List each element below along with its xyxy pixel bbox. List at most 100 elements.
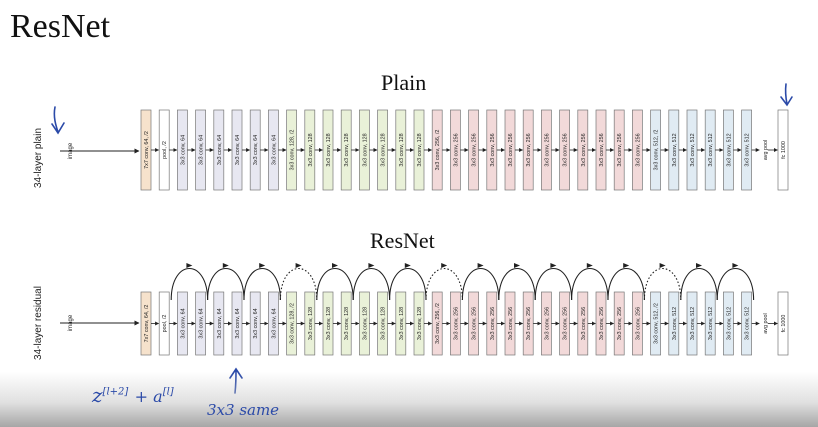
skip-arrowhead (696, 263, 702, 268)
plain-layer-label: 3x3 conv, 256, /2 (435, 130, 441, 171)
plain-layer-label: 3x3 conv, 256 (581, 133, 587, 166)
residual-layer-label: 3x3 conv, 256 (563, 307, 569, 340)
skip-arrowhead (222, 263, 229, 268)
residual-layer-label: 3x3 conv, 64 (253, 308, 259, 338)
skip-connection-arc (243, 268, 281, 301)
residual-layer-label: 3x3 conv, 256 (508, 307, 514, 340)
plain-layer-label: 3x3 conv, 512, /2 (654, 130, 660, 171)
residual-layer-label: 3x3 conv, 128 (399, 307, 405, 340)
skip-arrowhead (623, 263, 630, 268)
resnet-section-title: ResNet (370, 228, 435, 253)
plain-layer-label: 3x3 conv, 256 (599, 133, 605, 166)
plain-layer-label: 3x3 conv, 64 (235, 135, 241, 165)
plain-layer-label: 3x3 conv, 128, /2 (290, 130, 296, 171)
residual-layer-label: 3x3 conv, 128 (381, 307, 387, 340)
formula-plus-a: + a (134, 387, 163, 406)
skip-connection-arc (607, 268, 645, 301)
skip-connection-arc (571, 268, 609, 301)
plain-layer-label: 7x7 conv, 64, /2 (144, 131, 150, 169)
skip-arrowhead (550, 263, 557, 268)
residual-layer-label: 3x3 conv, 512 (690, 307, 696, 340)
residual-layer-label: 7x7 conv, 64, /2 (144, 305, 150, 343)
plain-layer-label: 3x3 conv, 256 (472, 133, 478, 166)
plain-layer-label: 3x3 conv, 512 (672, 133, 678, 166)
residual-layer-label: 3x3 conv, 128, /2 (290, 303, 296, 344)
skip-connection-arc (461, 268, 500, 301)
residual-layer-label: 3x3 conv, 128 (308, 307, 314, 340)
plain-layer-label: 3x3 conv, 256 (563, 133, 569, 166)
residual-layer-label: 3x3 conv, 512 (672, 307, 678, 340)
skip-connection-arc (207, 268, 245, 301)
skip-connection-arc (643, 268, 682, 301)
skip-arrowhead (186, 263, 193, 268)
skip-arrowhead (295, 263, 302, 268)
skip-connection-arc (352, 268, 391, 301)
plain-layer-label: 3x3 conv, 128 (381, 133, 387, 166)
plain-layer-label: 3x3 conv, 256 (490, 133, 496, 166)
residual-layer-label: 3x3 conv, 128 (344, 307, 350, 340)
skip-connection-arc (279, 268, 318, 301)
plain-section-title: Plain (381, 70, 427, 95)
formula-sup-l2: [l+2] (102, 386, 129, 398)
plain-layer-label: 3x3 conv, 64 (253, 135, 259, 165)
residual-layer-label: 3x3 conv, 64 (199, 308, 205, 338)
plain-layer-label: 3x3 conv, 256 (544, 133, 550, 166)
residual-layer-box (777, 291, 789, 356)
skip-arrowhead (404, 263, 411, 268)
residual-layer-label: 3x3 conv, 512 (745, 307, 751, 340)
skip-connection-arc (170, 268, 209, 301)
plain-layer-label: avg pool (763, 140, 769, 160)
residual-side-label: 34-layer residual (33, 286, 44, 360)
handwritten-down-arrow-right (780, 83, 793, 107)
plain-layer-label: 3x3 conv, 64 (217, 135, 223, 165)
residual-layer-label: 3x3 conv, 512 (708, 307, 714, 340)
residual-layer-label: 3x3 conv, 256 (472, 307, 478, 340)
residual-layer-label: 3x3 conv, 256 (635, 307, 641, 340)
residual-layer-label: 3x3 conv, 64 (180, 308, 186, 338)
skip-arrowhead (732, 263, 739, 268)
skip-connection-arc (534, 268, 573, 301)
residual-layer-label: 3x3 conv, 256 (544, 307, 550, 340)
plain-network-row: 7x7 conv, 64, /2 pool, /2 3x3 conv, 64 3x3 … (140, 109, 789, 191)
plain-layer-label: 3x3 conv, 128 (417, 133, 423, 166)
skip-arrowhead (368, 263, 375, 268)
plain-layer-label: 3x3 conv, 64 (271, 135, 277, 165)
plain-layer-label: 3x3 conv, 128 (326, 133, 332, 166)
plain-layer-label: 3x3 conv, 256 (617, 133, 623, 166)
skip-arrowhead (514, 263, 520, 268)
plain-layer-label: 3x3 conv, 512 (745, 133, 751, 166)
residual-layer-label: 3x3 conv, 256 (453, 307, 459, 340)
residual-layer-label: 3x3 conv, 128 (417, 307, 423, 340)
residual-layer-label: 3x3 conv, 256 (526, 307, 532, 340)
residual-layer-label: 3x3 conv, 512 (726, 307, 732, 340)
skip-arrowhead (259, 263, 266, 268)
plain-layer-box (777, 109, 789, 191)
residual-layer-label: 3x3 conv, 512, /2 (654, 303, 660, 344)
skip-connection-arc (425, 268, 463, 301)
plain-layer-label: 3x3 conv, 64 (180, 135, 186, 165)
skip-connection-arc (316, 268, 354, 301)
skip-arrowhead (659, 263, 666, 268)
plain-layer-label: 3x3 conv, 128 (344, 133, 350, 166)
plain-layer-label: 3x3 conv, 128 (399, 133, 405, 166)
plain-layer-label: 3x3 conv, 256 (526, 133, 532, 166)
residual-layer-label: 3x3 conv, 256 (490, 307, 496, 340)
skip-arrowhead (477, 263, 484, 268)
bottom-shadow (0, 372, 818, 427)
plain-layer-label: 3x3 conv, 256 (635, 133, 641, 166)
plain-layer-label: 3x3 conv, 128 (308, 133, 314, 166)
plain-layer-label: 3x3 conv, 512 (708, 133, 714, 166)
plain-layer-label: 3x3 conv, 64 (199, 135, 205, 165)
skip-connections (170, 263, 755, 301)
plain-layer-label: pool, /2 (162, 141, 168, 159)
plain-layer-label: 3x3 conv, 512 (726, 133, 732, 166)
skip-connection-arc (716, 268, 755, 301)
plain-layer-label: 3x3 conv, 128 (362, 133, 368, 166)
skip-arrowhead (332, 263, 338, 268)
handwritten-down-arrow-left (51, 106, 65, 135)
formula-sup-l: [l] (162, 386, 174, 398)
residual-layer-label: 3x3 conv, 128 (362, 307, 368, 340)
residual-layer-label: avg pool (763, 313, 769, 333)
handwritten-note: 3x3 same (207, 401, 280, 419)
